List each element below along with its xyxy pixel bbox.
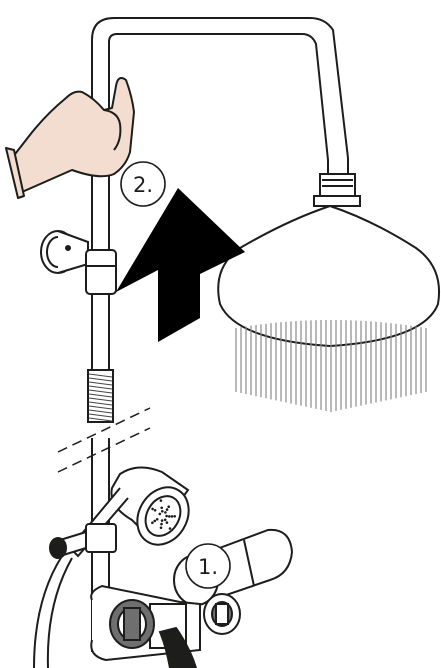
nozzle-dot <box>154 520 157 523</box>
hand-shower-holder <box>50 524 116 558</box>
nozzle-dot <box>164 519 167 522</box>
shower-hose <box>34 556 72 668</box>
nozzle-dot <box>156 518 159 521</box>
nozzle-dot <box>166 508 169 511</box>
step-2-badge: 2. <box>121 162 165 206</box>
nozzle-dot <box>159 513 162 516</box>
temperature-knob <box>110 600 154 648</box>
nozzle-dot <box>161 510 164 513</box>
nozzle-dot <box>160 526 163 529</box>
nozzle-dot <box>171 515 174 518</box>
nozzle-dot <box>169 527 172 530</box>
step-1-badge: 1. <box>186 544 230 588</box>
step-1-label: 1. <box>198 555 218 579</box>
nozzle-dot <box>151 521 154 524</box>
wall-bracket <box>41 231 116 294</box>
nozzle-dot <box>151 508 154 511</box>
step-2-label: 2. <box>133 173 153 197</box>
nozzle-dot <box>167 505 170 508</box>
nozzle-dot <box>166 521 169 524</box>
nozzle-dot <box>160 507 163 510</box>
nozzle-dot <box>160 523 163 526</box>
nozzle-dot <box>173 515 176 518</box>
nozzle-dot <box>161 519 164 522</box>
nozzle-dot <box>165 515 168 518</box>
hand-icon <box>6 78 134 198</box>
shower-head-connector <box>314 174 360 206</box>
nozzle-dot <box>168 515 171 518</box>
nozzle-dot <box>160 499 163 502</box>
nozzle-dot <box>154 509 157 512</box>
knurled-pipe-coupling <box>88 370 113 422</box>
nozzle-dot <box>164 511 167 514</box>
